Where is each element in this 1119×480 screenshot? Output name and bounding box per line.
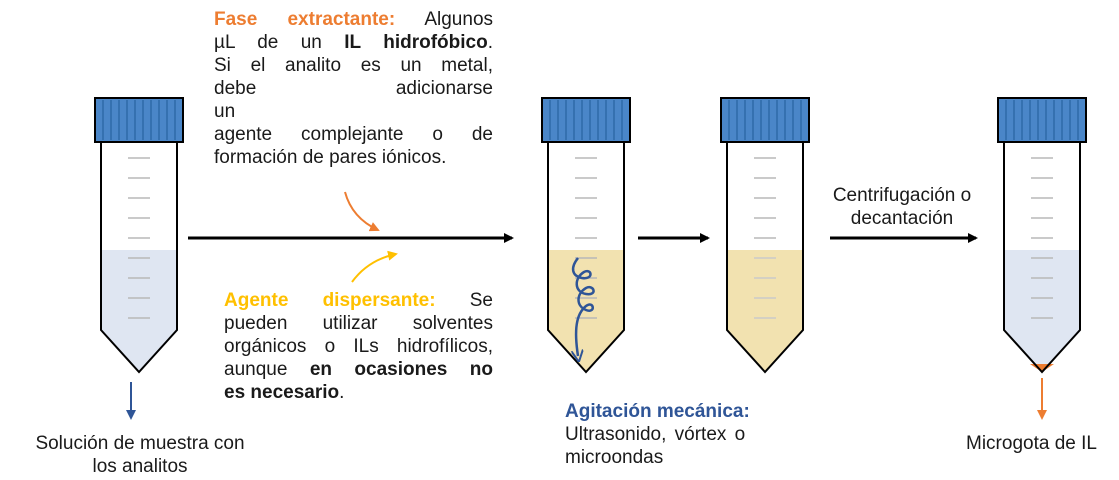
agitation-line-2: microondas (565, 447, 664, 468)
agitation-line-1: Ultrasonido, vórtex o (565, 424, 746, 445)
tube-sample-cap (94, 97, 184, 143)
dispersant-text: Agente dispersante: Se pueden utilizar s… (224, 289, 493, 404)
dispersant-line-2: pueden utilizar solventes (224, 313, 493, 334)
centrifuge-line-2: decantación (850, 208, 954, 229)
arrow-dispersant (351, 250, 398, 283)
extractant-line-2b: IL hidrofóbico (344, 32, 488, 53)
tube-sample-liquid (101, 250, 177, 372)
dispersant-line-1: Se (469, 290, 493, 311)
tube-sample (94, 97, 184, 374)
sample-label-line-1: Solución de muestra con (35, 433, 245, 454)
tube-final-cap (997, 97, 1087, 143)
agitation-text: Agitación mecánica: Ultrasonido, vórtex … (565, 400, 805, 469)
tube-settled-liquid (727, 250, 803, 372)
tube-sample-cap-ridges (102, 100, 176, 140)
extractant-line-6: formación de pares iónicos. (214, 147, 447, 168)
centrifuge-line-1: Centrifugación o (832, 185, 972, 206)
extractant-line-3: Si el analito es un metal, (214, 55, 493, 76)
extractant-line-2a: µL de un (214, 32, 345, 53)
tube-emulsion-cap (541, 97, 631, 143)
dispersant-line-4b: en ocasiones no (309, 359, 493, 380)
tube-final (997, 97, 1087, 374)
extractant-line-1: Algunos (424, 9, 494, 30)
dispersant-line-4a: aunque (224, 359, 310, 380)
arrow-extractant (344, 191, 380, 232)
tube-settled-cap (720, 97, 810, 143)
microdrop-label: Microgota de IL (966, 433, 1097, 454)
dispersant-heading: Agente dispersante: (224, 290, 436, 311)
extractant-line-4: debe adicionarse un (214, 78, 493, 122)
extractant-text: Fase extractante: Algunos µL de un IL hi… (214, 8, 493, 169)
dispersant-line-5a: es necesario (224, 382, 340, 403)
sample-label-line-2: los analitos (92, 456, 188, 477)
agitation-heading: Agitación mecánica: (565, 401, 750, 422)
sample-label: Solución de muestra con los analitos (20, 432, 260, 478)
tube-emulsion (541, 97, 631, 374)
extractant-line-5: agente complejante o de (214, 124, 493, 145)
centrifuge-text: Centrifugación o decantación (812, 184, 992, 230)
tube-sample-graduations (128, 157, 150, 319)
extractant-line-2c: . (487, 32, 493, 53)
extractant-heading: Fase extractante: (214, 9, 396, 30)
tube-settled (720, 97, 810, 374)
dispersant-line-5b: . (339, 382, 345, 403)
tube-final-liquid (1004, 250, 1080, 372)
dispersant-line-3: orgánicos o ILs hidrofílicos, (224, 336, 493, 357)
swirl-icon (573, 257, 595, 356)
